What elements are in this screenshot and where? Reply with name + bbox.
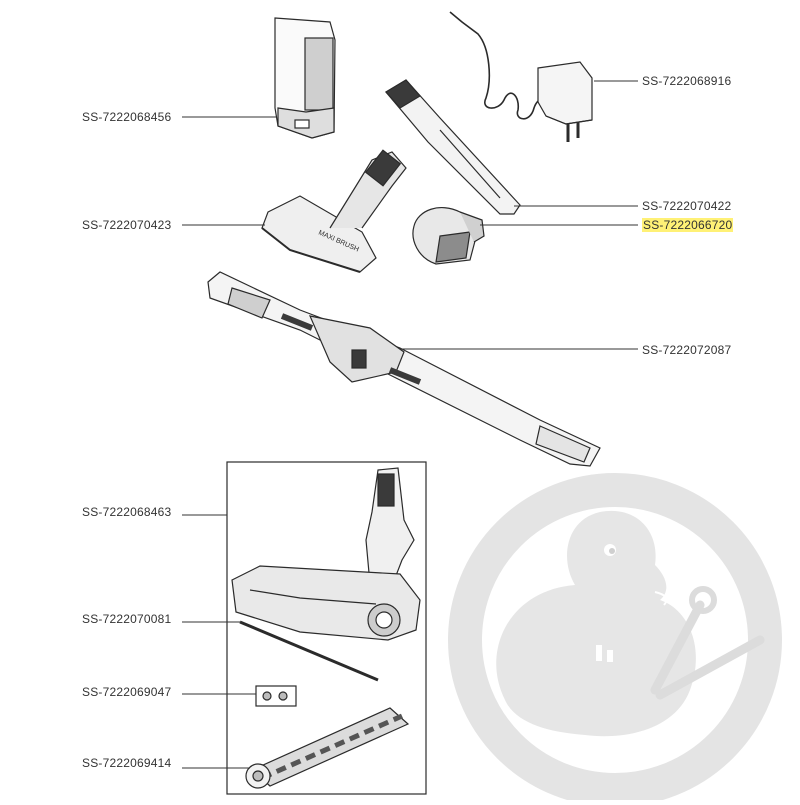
part-label-rod[interactable]: SS-7222070081 [82,612,172,626]
upholstery-tool-part [412,207,485,265]
charger-part [449,11,593,142]
part-label-floor-head[interactable]: SS-7222068463 [82,505,172,519]
part-label-upholstery-tool[interactable]: SS-7222066720 [642,218,734,232]
telescopic-tube-part [207,271,601,467]
part-label-charger[interactable]: SS-7222068916 [642,74,732,88]
duck-mechanic-logo-icon [448,473,782,805]
part-label-screws[interactable]: SS-7222069047 [82,685,172,699]
brush-roller-part [245,707,410,789]
floor-head-frame [226,461,427,795]
screws-part [255,685,297,707]
part-label-crevice-tool[interactable]: SS-7222070422 [642,199,732,213]
leader-lines [182,80,638,769]
part-label-telescopic-tube[interactable]: SS-7222072087 [642,343,732,357]
crevice-tool-part [385,79,521,215]
floor-head-part [231,467,421,641]
part-label-mini-brush[interactable]: SS-7222070423 [82,218,172,232]
part-label-brush-roller[interactable]: SS-7222069414 [82,756,172,770]
battery-pack-part [274,17,336,139]
mini-brush-part: MAXI BRUSH [261,149,407,273]
rod-part [239,620,379,682]
part-label-battery-pack[interactable]: SS-7222068456 [82,110,172,124]
